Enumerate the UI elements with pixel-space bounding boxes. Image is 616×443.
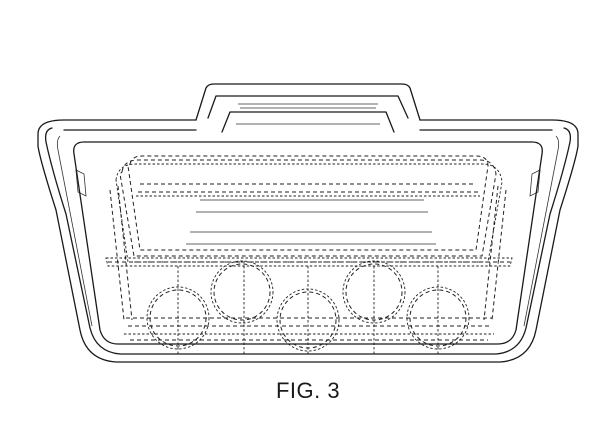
side-slot-left: [75, 169, 87, 197]
patent-drawing: [37, 83, 579, 363]
hidden-rack: [105, 257, 513, 354]
figure-label: FIG. 3: [275, 378, 341, 403]
hidden-inner-container: [109, 155, 507, 321]
top-handle: [195, 83, 421, 133]
side-slot-right: [529, 169, 541, 197]
hidden-cup-rings: [146, 260, 470, 352]
tray-inner-basin: [73, 141, 543, 345]
